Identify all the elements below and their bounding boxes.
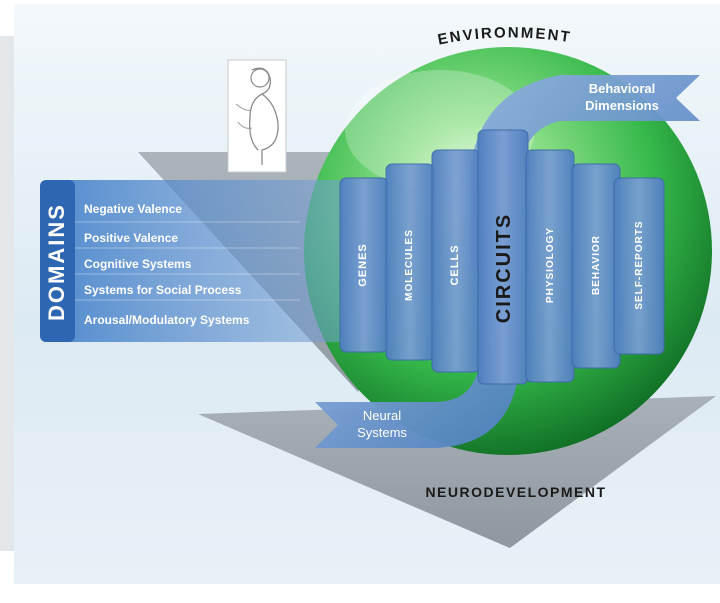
domain-negative-valence: Negative Valence — [84, 202, 182, 216]
domain-arousal-modulatory: Arousal/Modulatory Systems — [84, 313, 250, 327]
behavioral-dimensions-line1: Behavioral — [589, 81, 655, 96]
unit-self-reports: SELF-REPORTS — [634, 220, 645, 309]
unit-physiology: PHYSIOLOGY — [545, 227, 556, 303]
behavioral-dimensions-ribbon — [470, 75, 700, 270]
left-frame-strip — [0, 36, 14, 551]
units-columns — [339, 129, 665, 385]
neural-systems-line1: Neural — [363, 408, 401, 423]
unit-cells: CELLS — [449, 244, 461, 285]
domain-social-processes: Systems for Social Process — [84, 283, 242, 297]
domain-cognitive-systems: Cognitive Systems — [84, 257, 192, 271]
domain-positive-valence: Positive Valence — [84, 231, 178, 245]
neurodevelopment-label: NEURODEVELOPMENT — [425, 484, 606, 500]
neural-systems-ribbon — [315, 270, 520, 448]
unit-molecules: MOLECULES — [404, 229, 415, 301]
domains-title: DOMAINS — [44, 203, 69, 321]
behavioral-dimensions-line2: Dimensions — [585, 98, 659, 113]
pregnant-figure-icon — [227, 59, 287, 173]
neural-systems-line2: Systems — [357, 425, 407, 440]
column-self-reports — [613, 177, 665, 355]
domains-panel — [40, 180, 380, 342]
unit-behavior: BEHAVIOR — [591, 235, 602, 295]
unit-circuits: CIRCUITS — [493, 213, 515, 323]
unit-genes: GENES — [357, 243, 369, 287]
